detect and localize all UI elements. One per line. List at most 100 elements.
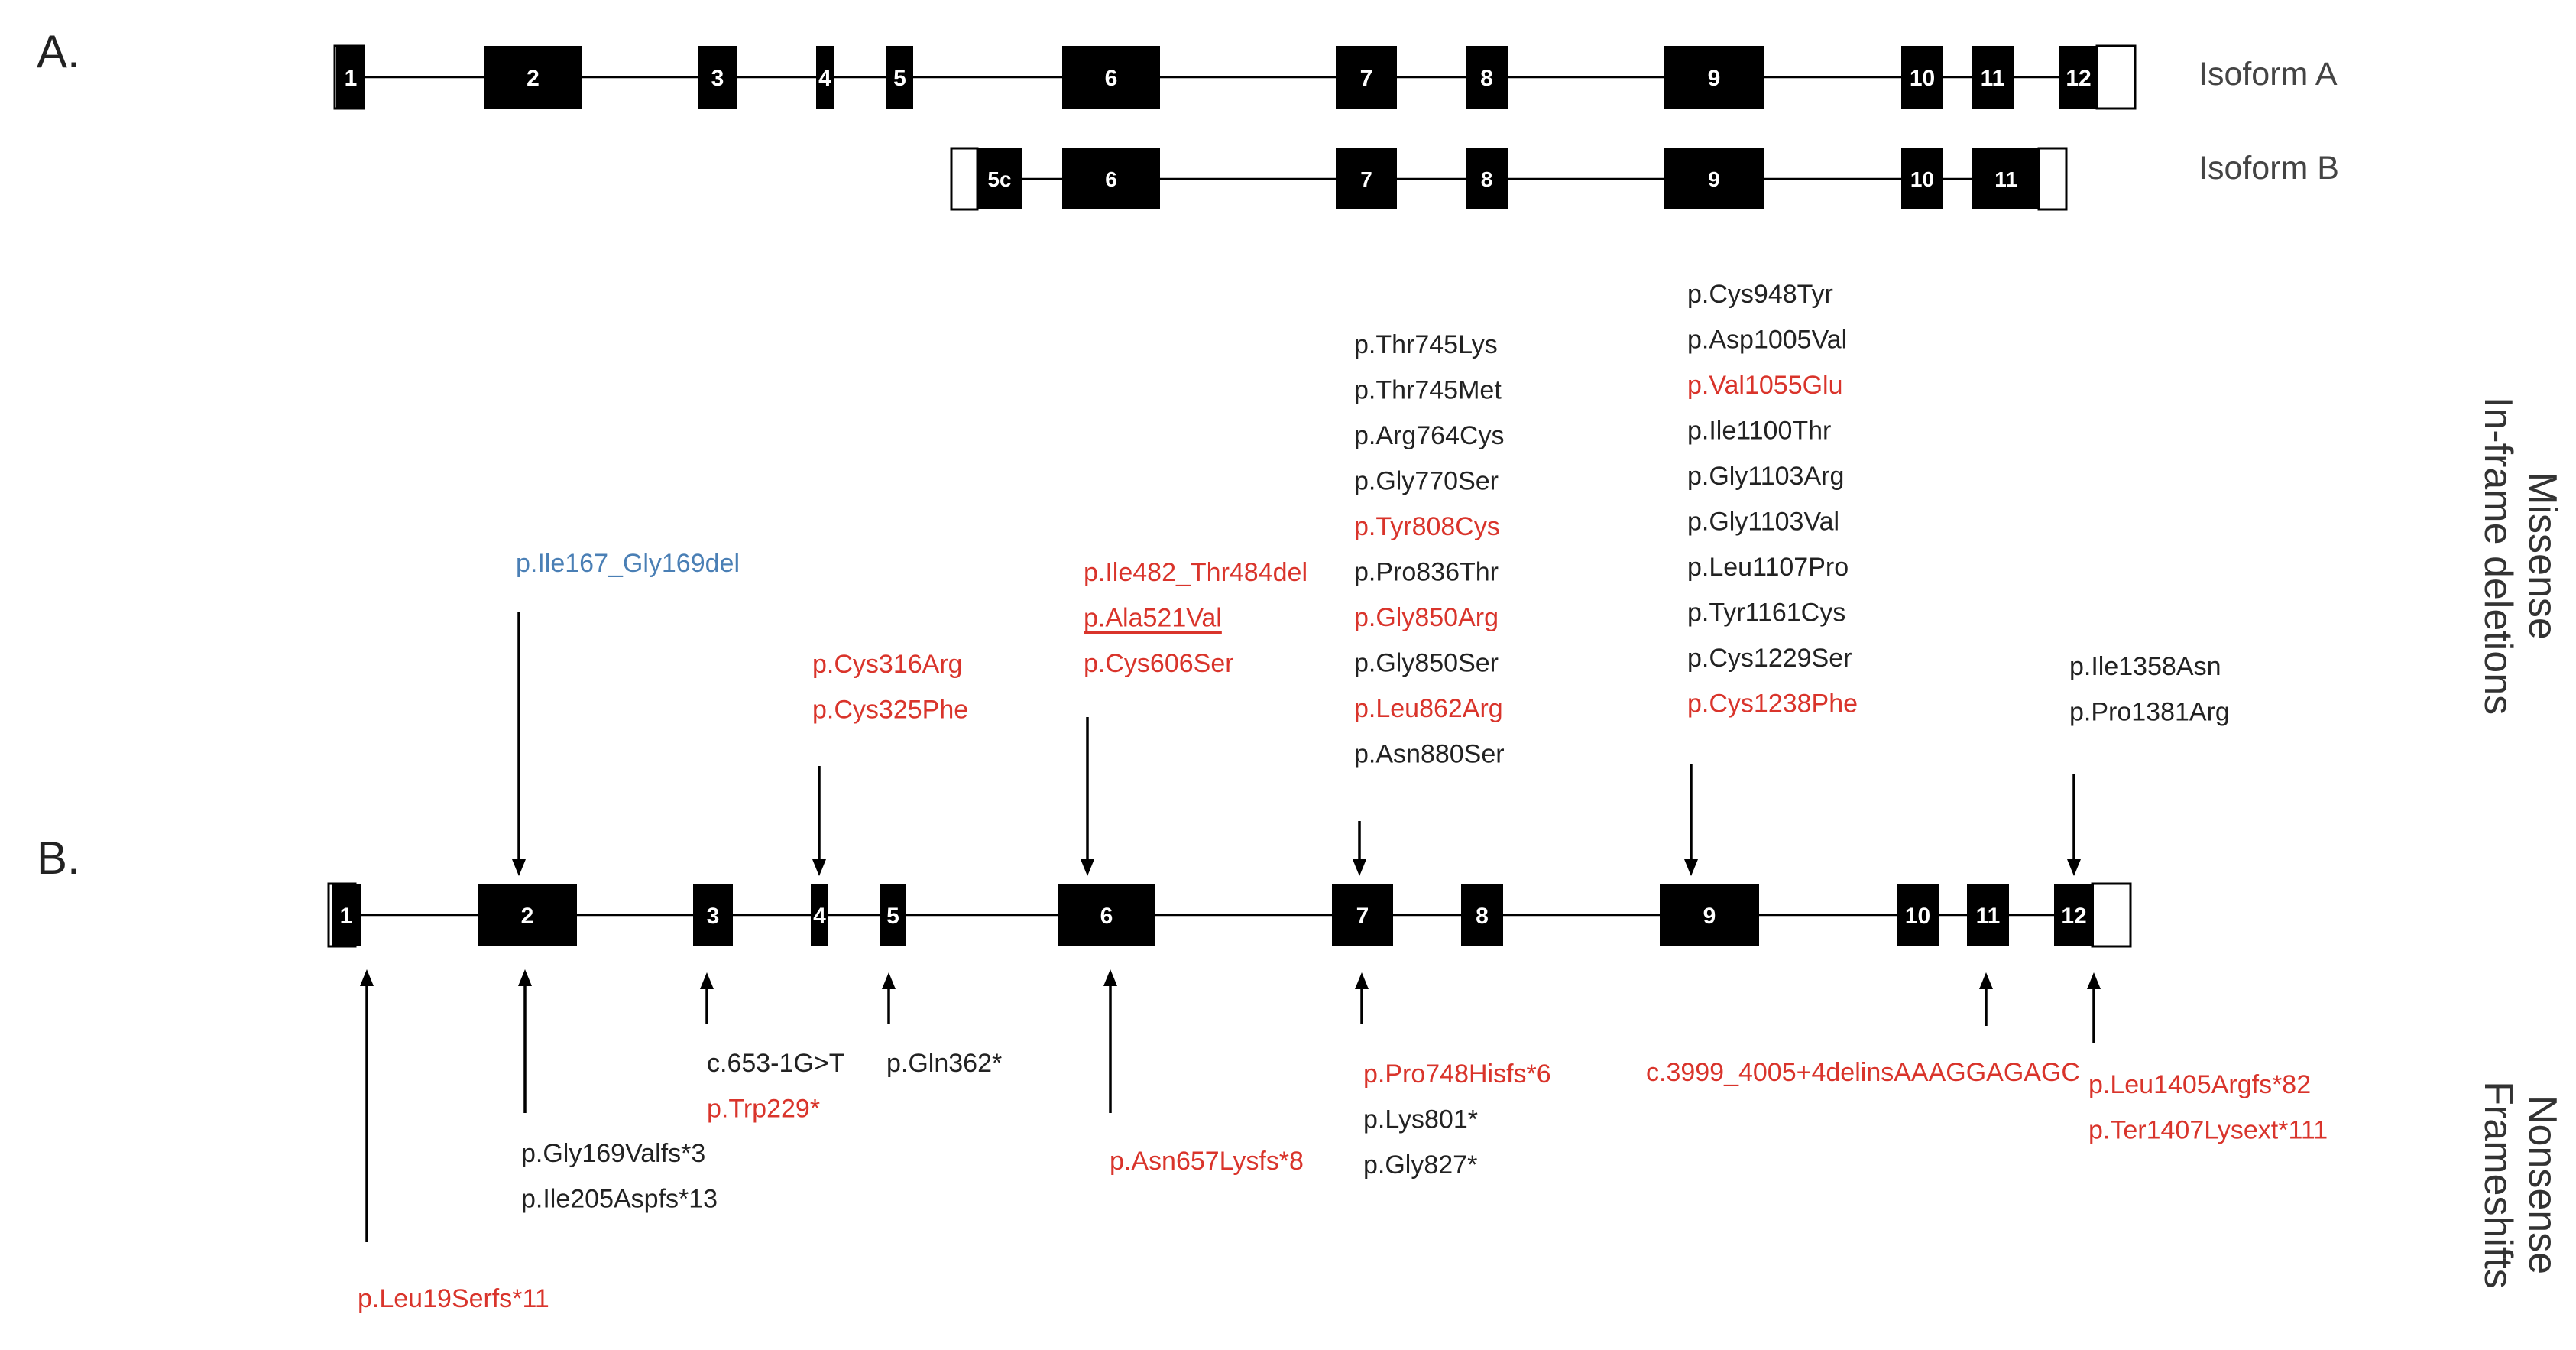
variant-label: p.Pro836Thr (1354, 558, 1499, 587)
isoform-b-exon-label-7: 7 (1360, 167, 1372, 191)
isoform-b-utr-3 (2037, 147, 2068, 211)
variant-label: p.Ile1100Thr (1687, 417, 1831, 446)
arrow-above-exon-2-head (512, 859, 526, 876)
panel-label-a: A. (37, 26, 80, 77)
isoform-a-utr-3 (2095, 44, 2137, 110)
variant-label: p.Ile482_Thr484del (1084, 558, 1307, 587)
isoform-a-exon-6 (1062, 46, 1160, 109)
side-label-missense: Missense (2520, 472, 2565, 640)
isoform-b-label: Isoform B (2199, 150, 2339, 187)
isoform-a-exon-1 (336, 46, 365, 109)
gene-exon-label-7: 7 (1356, 904, 1369, 929)
variant-label: p.Cys325Phe (812, 696, 968, 725)
variant-label: p.Leu1107Pro (1687, 553, 1849, 582)
variant-label: p.Asn880Ser (1354, 740, 1505, 769)
isoform-a-exon-4 (816, 46, 834, 109)
isoform-b-utr-5 (950, 147, 979, 211)
isoform-a-exon-10 (1901, 46, 1943, 109)
isoform-a-exon-7 (1336, 46, 1397, 109)
variant-label: p.Gly827* (1363, 1150, 1477, 1180)
gene-exon-4 (811, 884, 828, 946)
isoform-a-exon-label-12: 12 (2066, 66, 2091, 91)
gene-exon-label-3: 3 (707, 904, 720, 929)
variant-label: p.Cys316Arg (812, 650, 963, 679)
isoform-a-exon-2 (484, 46, 582, 109)
gene-exon-5 (880, 884, 906, 946)
variant-label: p.Ile1358Asn (2069, 652, 2221, 681)
gene-exon-label-1: 1 (340, 904, 353, 929)
variant-label: p.Cys948Tyr (1687, 280, 1833, 309)
variant-label: p.Gly1103Arg (1687, 462, 1844, 491)
gene-exon-8 (1461, 884, 1503, 946)
variant-label: p.Ile167_Gly169del (516, 549, 740, 578)
gene-exon-label-9: 9 (1703, 904, 1716, 929)
variant-label: c.653-1G>T (707, 1049, 844, 1078)
panel-label-b: B. (37, 832, 80, 884)
gene-exon-6 (1058, 884, 1155, 946)
variant-label: p.Ile205Aspfs*13 (521, 1185, 718, 1214)
variant-label: p.Trp229* (707, 1095, 820, 1124)
arrow-below-exon-5-head (882, 972, 896, 989)
gene-exon-1 (332, 884, 361, 946)
variant-label: p.Leu1405Argfs*82 (2088, 1070, 2311, 1099)
variant-label: p.Asp1005Val (1687, 326, 1847, 355)
side-label-inframe: In-frame deletions (2476, 397, 2520, 715)
gene-exon-9 (1660, 884, 1759, 946)
variant-label: p.Val1055Glu (1687, 371, 1843, 400)
arrow-above-exon-6-head (1081, 859, 1094, 876)
variant-label: p.Gly770Ser (1354, 467, 1499, 496)
nonsense-frameshift-variants: p.Leu19Serfs*11p.Gly169Valfs*3p.Ile205As… (358, 969, 2328, 1313)
arrow-below-exon-12-head (2087, 972, 2101, 989)
arrow-below-exon-1-head (360, 969, 374, 986)
isoform-a-exon-label-6: 6 (1105, 66, 1118, 91)
variant-label: p.Lys801* (1363, 1105, 1478, 1134)
isoform-a-exon-label-4: 4 (818, 66, 831, 91)
variant-label: p.Gly1103Val (1687, 508, 1839, 537)
isoform-b-exon-label-9: 9 (1708, 167, 1720, 191)
gene-exon-7 (1332, 884, 1393, 946)
arrow-above-exon-12-head (2067, 859, 2081, 876)
variant-label: c.3999_4005+4delinsAAAGGAGAGC (1646, 1058, 2080, 1087)
gene-exon-12 (2054, 884, 2094, 946)
isoform-b-exon-9 (1664, 148, 1764, 209)
gene-exon-10 (1897, 884, 1939, 946)
gene-exon-3 (693, 884, 733, 946)
variant-label: p.Ter1407Lysext*111 (2088, 1116, 2328, 1145)
gene-exon-label-12: 12 (2061, 904, 2086, 929)
isoform-a-exon-label-1: 1 (345, 66, 358, 91)
isoform-b-exon-7 (1336, 148, 1397, 209)
isoform-a-exon-label-10: 10 (1910, 66, 1935, 91)
arrow-above-exon-4-head (812, 859, 826, 876)
isoform-a-exon-label-5: 5 (893, 66, 906, 91)
gene-exon-label-4: 4 (813, 904, 826, 929)
isoform-b-exon-label-11: 11 (1994, 167, 2017, 191)
isoform-a-exon-label-11: 11 (1981, 66, 2005, 91)
arrow-below-exon-2-head (518, 969, 532, 986)
gene-exon-label-10: 10 (1905, 904, 1930, 929)
arrow-below-exon-7-head (1355, 972, 1369, 989)
gene-exon-2 (478, 884, 577, 946)
variant-label: p.Thr745Met (1354, 376, 1502, 405)
gene-exon-label-2: 2 (521, 904, 534, 929)
variant-label: p.Gln362* (886, 1049, 1002, 1078)
gene-exon-label-5: 5 (886, 904, 899, 929)
isoform-b-exon-5c (977, 148, 1022, 209)
gene-utr-3 (2091, 882, 2132, 948)
isoform-a-exon-3 (698, 46, 737, 109)
variant-label: p.Cys1229Ser (1687, 644, 1852, 673)
side-label-frameshifts: Frameshifts (2476, 1081, 2520, 1289)
isoform-a-exon-label-2: 2 (527, 66, 540, 91)
variant-label: p.Gly850Arg (1354, 603, 1499, 632)
isoform-a-exon-12 (2059, 46, 2098, 109)
isoform-b-exon-10 (1901, 148, 1943, 209)
variant-label: p.Leu19Serfs*11 (358, 1284, 549, 1313)
variant-label: p.Asn657Lysfs*8 (1110, 1147, 1304, 1176)
variant-label: p.Pro748Hisfs*6 (1363, 1060, 1551, 1089)
arrow-below-exon-6-head (1103, 969, 1117, 986)
variant-label: p.Tyr1161Cys (1687, 599, 1845, 628)
missense-variants: p.Ile167_Gly169del p.Cys316Arg p.Cys325Phe… (512, 280, 2230, 876)
